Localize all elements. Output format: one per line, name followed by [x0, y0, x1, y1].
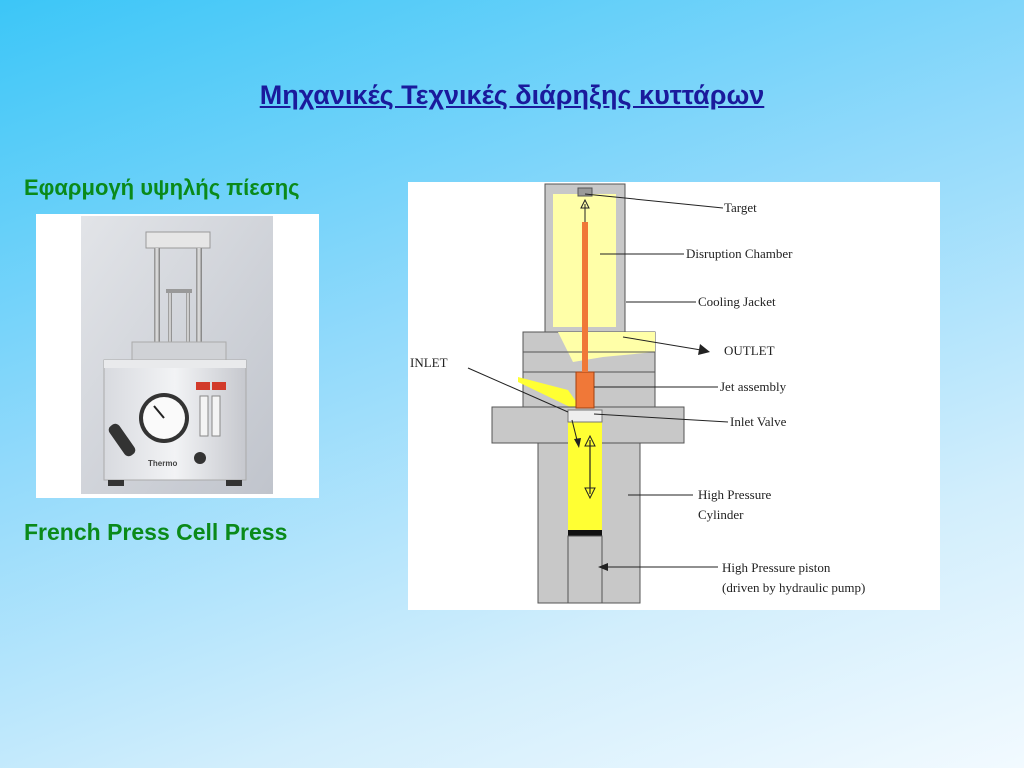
- label-hp-cylinder-line1: High Pressure: [698, 487, 772, 502]
- label-hp-cylinder-line2: Cylinder: [698, 507, 744, 522]
- french-press-machine-illustration: Thermo: [81, 216, 273, 494]
- high-pressure-piston: [567, 535, 603, 604]
- piston-seal: [568, 530, 602, 536]
- inlet-channel: [518, 377, 580, 407]
- label-inlet: INLET: [410, 355, 448, 370]
- fluid-column: [568, 410, 602, 530]
- label-outlet: OUTLET: [724, 343, 775, 358]
- high-pressure-subtitle: Εφαρμογή υψηλής πίεσης: [24, 175, 300, 200]
- inlet-valve: [567, 409, 603, 423]
- label-hp-piston-line2: (driven by hydraulic pump): [722, 580, 865, 595]
- french-press-caption: French Press Cell Press: [24, 519, 288, 545]
- label-hp-piston-line1: High Pressure piston: [722, 560, 831, 575]
- label-inlet-valve: Inlet Valve: [730, 414, 787, 429]
- french-press-schematic: Target Disruption Chamber Cooling Jacket…: [408, 182, 940, 610]
- schematic-svg: Target Disruption Chamber Cooling Jacket…: [410, 183, 865, 604]
- label-disruption-chamber: Disruption Chamber: [686, 246, 793, 261]
- french-press-photo: Thermo: [36, 214, 319, 498]
- brand-logo: Thermo: [148, 459, 177, 468]
- jet-assembly: [575, 371, 595, 409]
- label-cooling-jacket: Cooling Jacket: [698, 294, 776, 309]
- label-target: Target: [724, 200, 757, 215]
- slide-title: Μηχανικές Τεχνικές διάρηξης κυττάρων: [259, 80, 765, 110]
- jet-stream: [582, 222, 588, 372]
- target-plate: [577, 187, 593, 197]
- label-jet-assembly: Jet assembly: [720, 379, 787, 394]
